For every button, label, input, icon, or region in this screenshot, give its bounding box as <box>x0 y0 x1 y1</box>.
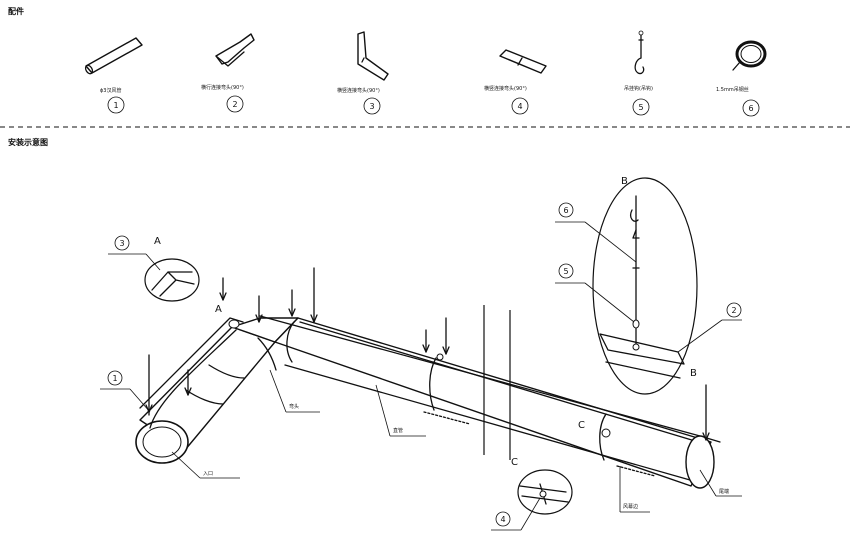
detail-c-marker: C <box>578 420 585 431</box>
part-2-label: 横行连接弯头(90°) <box>201 84 244 91</box>
label-inlet: 入口 <box>203 471 213 477</box>
callout-5-circle <box>558 263 574 279</box>
label-straight: 直管 <box>393 427 403 434</box>
part-5-hanger-hook: 吊挂钩(吊钩) 5 <box>624 30 653 116</box>
detail-b-bubble <box>592 177 698 395</box>
callout-4-circle <box>495 511 511 527</box>
part-5-label: 吊挂钩(吊钩) <box>624 85 653 92</box>
detail-b-marker: B <box>690 368 697 379</box>
detail-b-letter: B <box>621 176 628 187</box>
part-2-number: 2 <box>232 100 237 109</box>
part-4-number: 4 <box>517 102 522 111</box>
detail-c: C C 4 <box>491 420 585 531</box>
callout-2: 2 <box>731 306 736 315</box>
joint-c <box>601 428 611 438</box>
detail-b: B B 6 5 2 <box>555 176 742 395</box>
part-1-straight-duct: ϕ3汉风管 1 <box>84 37 143 114</box>
part-5-number-circle <box>632 98 650 116</box>
part-3-number: 3 <box>369 102 374 111</box>
parts-section-title: 配件 <box>8 6 24 16</box>
callout-2-circle <box>726 302 742 318</box>
callout-1-group: 1 <box>100 370 151 413</box>
callout-1-circle <box>107 370 123 386</box>
part-4-number-circle <box>511 97 529 115</box>
part-2-number-circle <box>226 95 244 113</box>
part-3-vertical-elbow: 横竖连接弯头(90°) 3 <box>337 31 389 115</box>
callout-3: 3 <box>119 239 124 248</box>
part-5-number: 5 <box>638 103 643 112</box>
label-end: 尾端 <box>719 488 729 495</box>
label-elbow: 弯头 <box>289 403 299 410</box>
callout-3-circle <box>114 235 130 251</box>
part-6-number: 6 <box>748 104 753 113</box>
part-1-label: ϕ3汉风管 <box>100 87 121 94</box>
part-6-wire-coil: 1.5mm吊钢丝 6 <box>716 40 767 117</box>
elbow-seam <box>257 337 277 371</box>
detail-c-letter: C <box>511 457 518 468</box>
part-6-number-circle <box>742 99 760 117</box>
detail-a-bubble <box>144 258 200 302</box>
callout-6: 6 <box>563 206 568 215</box>
callout-6-circle <box>558 202 574 218</box>
part-2-horizontal-elbow: 横行连接弯头(90°) 2 <box>201 33 255 113</box>
callout-1: 1 <box>112 374 117 383</box>
callout-5: 5 <box>563 267 568 276</box>
detail-a-marker: A <box>215 304 222 315</box>
part-1-number-circle <box>107 96 125 114</box>
part-6-label: 1.5mm吊钢丝 <box>716 86 749 93</box>
component-labels: 入口 弯头 直管 风幕边 尾端 <box>171 369 742 513</box>
duct-end-cap <box>685 435 715 489</box>
part-4-connector: 横竖连接弯头(90°) 4 <box>484 49 547 115</box>
part-1-number: 1 <box>113 101 118 110</box>
detail-a-letter: A <box>154 236 161 247</box>
part-4-label: 横竖连接弯头(90°) <box>484 85 527 92</box>
detail-a: A A 3 <box>108 235 222 315</box>
duct-assembly <box>135 305 721 489</box>
part-3-label: 横竖连接弯头(90°) <box>337 87 380 94</box>
label-seam: 风幕边 <box>623 503 638 510</box>
install-section-title: 安装示意图 <box>8 137 48 147</box>
part-3-number-circle <box>363 97 381 115</box>
main-duct <box>274 317 712 487</box>
callout-4: 4 <box>500 515 505 524</box>
hanger-rods <box>145 267 710 441</box>
joint-a <box>228 319 240 329</box>
